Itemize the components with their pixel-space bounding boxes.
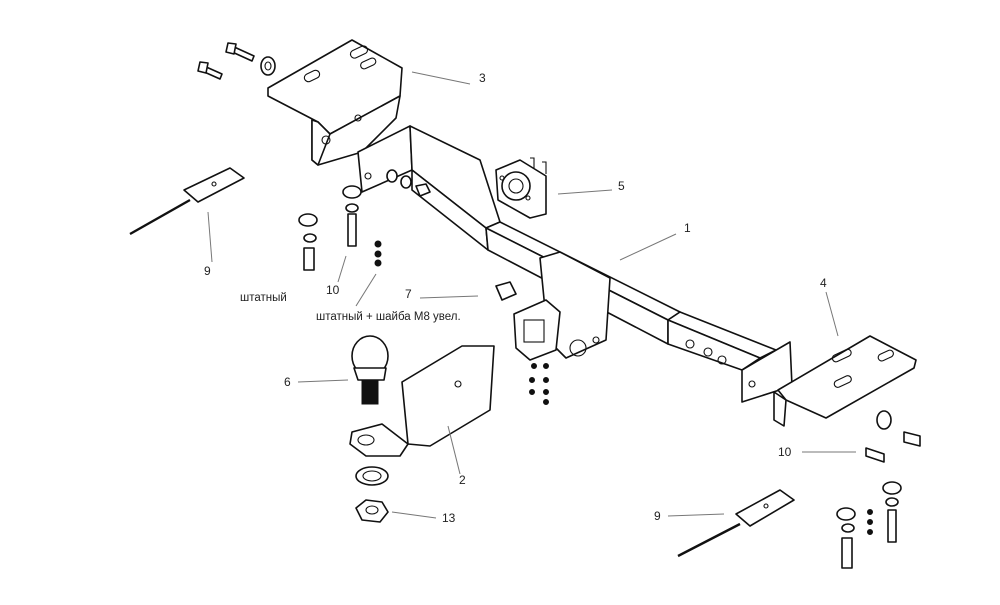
callout-7: 7 — [405, 287, 412, 301]
center-fasteners — [529, 363, 549, 405]
right-lower-fasteners — [836, 481, 902, 569]
callout-5: 5 — [618, 179, 625, 193]
callout-1: 1 — [684, 221, 691, 235]
left-fasteners — [298, 185, 382, 271]
callout-2: 2 — [459, 473, 466, 487]
wiring-tag-left — [129, 167, 245, 236]
callout-10-right: 10 — [778, 445, 792, 459]
note-standard: штатный — [240, 292, 287, 304]
tow-ball — [351, 335, 389, 405]
ball-mount — [349, 345, 495, 457]
callout-9-left: 9 — [204, 264, 211, 278]
callout-6: 6 — [284, 375, 291, 389]
callout-3: 3 — [479, 71, 486, 85]
wiring-tag-right — [677, 489, 795, 558]
socket-bracket — [495, 157, 547, 219]
crossbar-nuts — [386, 169, 431, 197]
callout-9-right: 9 — [654, 509, 661, 523]
bracket-bolts-top — [197, 42, 276, 80]
right-bracket-bolts — [865, 410, 921, 463]
note-standard-washer: штатный + шайба М8 увел. — [316, 311, 461, 323]
callout-4: 4 — [820, 276, 827, 290]
callout-13: 13 — [442, 511, 456, 525]
left-mounting-bracket — [267, 39, 403, 166]
ball-nut-and-washer — [355, 466, 389, 523]
leader-lines — [207, 71, 856, 519]
right-mounting-bracket — [773, 335, 917, 427]
receiver-assembly — [495, 251, 611, 361]
callout-10-left: 10 — [326, 283, 340, 297]
